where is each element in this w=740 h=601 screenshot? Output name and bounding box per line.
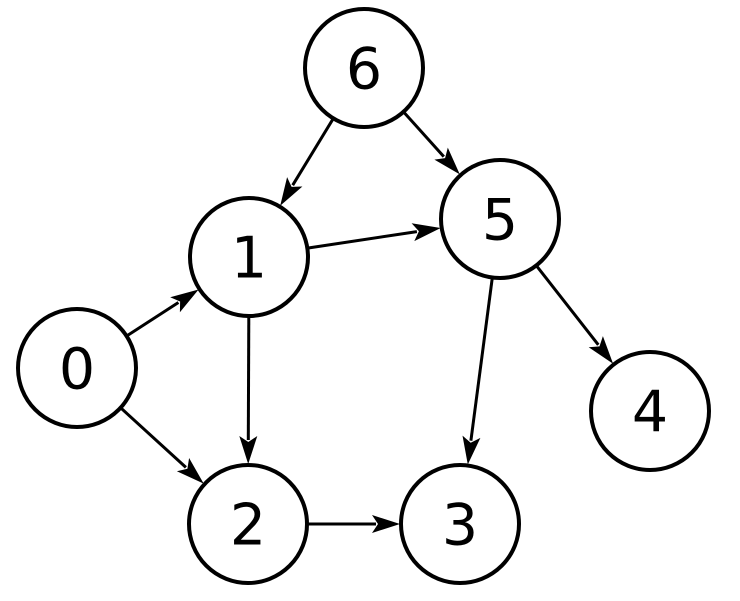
edge-6-5	[403, 111, 445, 158]
arrowhead-2-3	[372, 515, 400, 533]
edge-1-2	[246, 316, 251, 441]
node-0-label: 0	[59, 337, 95, 403]
node-2-label: 2	[230, 493, 266, 559]
arrowhead-0-2	[176, 458, 204, 484]
graph-node-2: 2	[187, 463, 309, 585]
arrowhead-5-3	[462, 435, 481, 465]
edge-0-1	[126, 301, 180, 337]
graph-node-3: 3	[399, 463, 521, 585]
arrowhead-1-5	[411, 223, 441, 242]
edges-layer	[120, 111, 614, 533]
graph-node-6: 6	[303, 7, 425, 129]
node-6-circle	[303, 7, 425, 129]
node-4-circle	[589, 350, 711, 472]
graph-node-0: 0	[16, 307, 138, 429]
node-3-circle	[399, 463, 521, 585]
graph-node-4: 4	[589, 350, 711, 472]
arrowhead-5-4	[588, 336, 614, 364]
edge-6-1	[291, 118, 335, 186]
graph-node-5: 5	[439, 158, 561, 280]
node-2-circle	[187, 463, 309, 585]
nodes-layer: 0 1 2 3 4 5 6	[16, 7, 711, 585]
node-1-label: 1	[231, 226, 267, 292]
graph-node-1: 1	[188, 196, 310, 318]
node-3-label: 3	[442, 493, 478, 559]
node-1-circle	[188, 196, 310, 318]
edge-5-3	[469, 278, 494, 441]
node-6-label: 6	[346, 37, 382, 103]
node-5-circle	[439, 158, 561, 280]
edge-0-2	[120, 407, 187, 469]
edge-5-4	[535, 265, 600, 346]
edge-1-5	[308, 230, 418, 250]
arrowhead-6-1	[280, 177, 303, 206]
arrowhead-1-2	[239, 436, 258, 464]
node-0-circle	[16, 307, 138, 429]
arrowhead-6-5	[434, 147, 460, 175]
arrowhead-0-1	[170, 289, 199, 313]
node-5-label: 5	[482, 188, 518, 254]
node-4-label: 4	[632, 380, 668, 446]
